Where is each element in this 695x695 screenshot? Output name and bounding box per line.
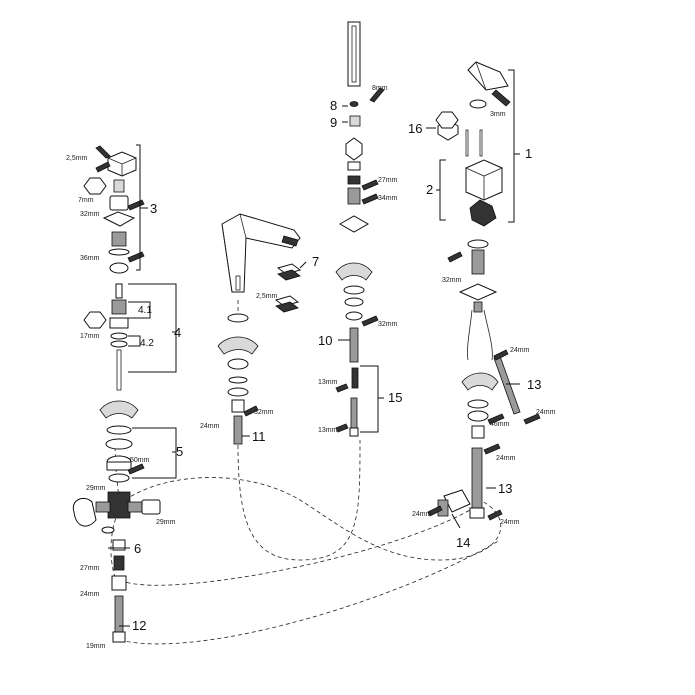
callout-9: 9 [330,115,337,130]
callout-11: 11 [252,429,266,444]
dim-7mm: 7mm [78,197,94,204]
hand-shower-assembly [335,21,385,437]
dim-17mm: 17mm [80,333,100,340]
callout-4-1: 4.1 [138,305,152,316]
callout-14: 14 [456,535,470,550]
dim-24mm-right-b: 24mm [536,409,556,416]
callout-8: 8 [330,98,337,113]
callout-12: 12 [132,618,146,633]
dim-2-5mm-left: 2,5mm [66,155,88,162]
left-valve-assembly [72,145,161,643]
dim-36mm: 36mm [80,255,100,262]
dim-13mm-a: 13mm [318,379,338,386]
callout-7: 7 [312,254,319,269]
dim-24mm-right-d: 24mm [412,511,432,518]
callout-5: 5 [176,444,183,459]
dim-27mm-shower: 27mm [378,177,398,184]
dim-2-5mm-center: 2,5mm [256,293,278,300]
dim-3mm: 3mm [490,111,506,118]
dim-32mm-left: 32mm [80,211,100,218]
spout-assembly [217,213,302,445]
right-callout-leaders [426,69,520,529]
dim-50mm: 50mm [130,457,150,464]
dim-32mm-right: 32mm [442,277,462,284]
diverter-assembly [427,61,541,521]
callout-10: 10 [318,333,332,348]
callout-labels: 1 2 3 4 4.1 4.2 5 6 7 8 9 10 11 12 13 13… [132,98,541,633]
callout-3: 3 [150,201,157,216]
callout-13-lower: 13 [498,481,512,496]
dim-24mm-left: 24mm [80,591,100,598]
callout-2: 2 [426,182,433,197]
callout-4-2: 4.2 [140,338,154,349]
dim-27mm-left: 27mm [80,565,100,572]
callout-13-upper: 13 [527,377,541,392]
dim-19mm: 19mm [86,643,106,650]
dim-24mm-right-c: 24mm [496,455,516,462]
shower-callout-leaders [338,105,384,433]
dim-34mm: 34mm [378,195,398,202]
dim-24mm-right-e: 24mm [500,519,520,526]
dim-29mm-a: 29mm [86,485,106,492]
hex-key-icon [83,311,107,329]
dim-46mm: 46mm [490,421,510,428]
callout-1: 1 [525,146,532,161]
callout-16: 16 [408,121,422,136]
dim-24mm-center: 24mm [200,423,220,430]
dim-32mm-center: 32mm [254,409,274,416]
callout-15: 15 [388,390,402,405]
dim-32mm-shower: 32mm [378,321,398,328]
dim-8mm: 8mm [372,85,388,92]
dimension-labels: 2,5mm 7mm 32mm 36mm 17mm 50mm 29mm 29mm … [66,85,556,650]
center-callout-leaders [242,261,307,437]
dim-24mm-right-a: 24mm [510,347,530,354]
dim-29mm-b: 29mm [156,519,176,526]
left-callout-leaders [108,144,177,627]
hex-key-icon [435,111,459,129]
callout-6: 6 [134,541,141,556]
callout-4: 4 [174,325,181,340]
hose-lines [110,300,502,645]
dim-13mm-b: 13mm [318,427,338,434]
